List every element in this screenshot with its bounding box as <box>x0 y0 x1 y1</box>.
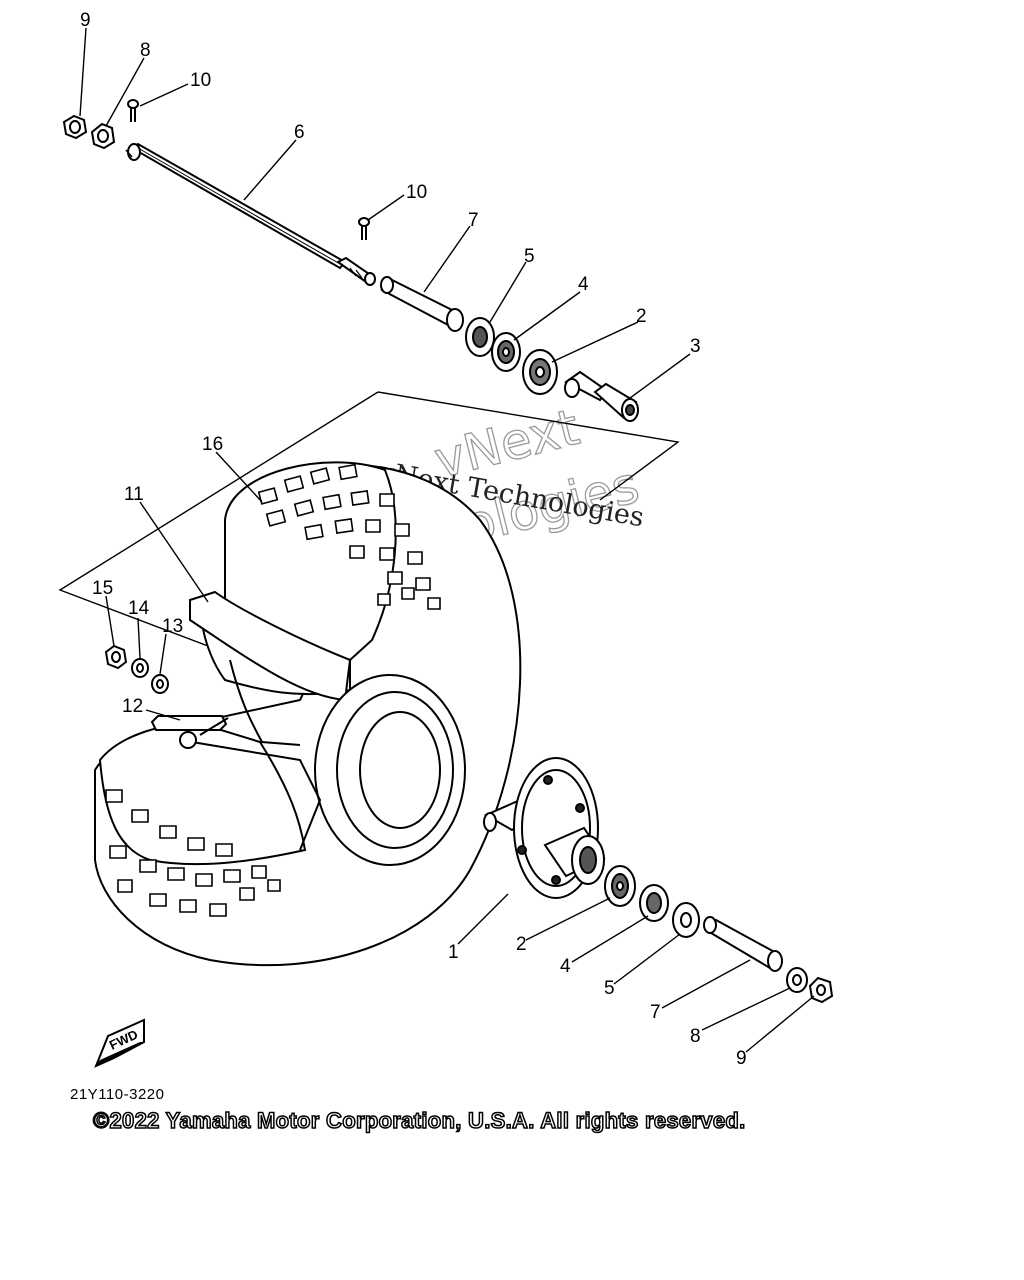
callout-12: 12 <box>122 696 143 717</box>
spacer-collar-bottom <box>704 917 782 971</box>
callout-4-top: 4 <box>578 274 589 295</box>
spacer-collar-top <box>381 277 463 331</box>
callout-2-bottom: 2 <box>516 934 527 955</box>
leader-lines <box>80 28 814 1052</box>
axle-shaft <box>126 144 375 285</box>
fwd-direction-marker: FWD <box>96 1020 144 1066</box>
cotter-pin-mid <box>359 218 369 240</box>
callout-16: 16 <box>202 434 223 455</box>
callout-7-bottom: 7 <box>650 1002 661 1023</box>
copyright-notice: ©2022 Yamaha Motor Corporation, U.S.A. A… <box>92 1107 746 1134</box>
valve-washer <box>132 659 148 677</box>
oil-seal-bottom <box>673 903 699 937</box>
callout-14: 14 <box>128 598 150 619</box>
bearing-spacer <box>565 372 638 421</box>
bearing-bottom <box>605 866 635 906</box>
callout-9-bottom: 9 <box>736 1048 747 1069</box>
washer-bottom <box>787 968 807 992</box>
axle-nut-top <box>64 116 86 138</box>
callout-11: 11 <box>124 484 144 505</box>
callout-3: 3 <box>690 336 701 357</box>
washer-top <box>92 124 114 148</box>
callout-4-bottom: 4 <box>560 956 571 977</box>
valve-stem <box>152 716 228 748</box>
valve-nut <box>106 646 126 668</box>
callout-15: 15 <box>92 578 113 599</box>
valve-washer-2 <box>152 675 168 693</box>
callout-1: 1 <box>448 942 459 963</box>
bearing-4-bottom <box>640 885 668 921</box>
callout-5-bottom: 5 <box>604 978 615 999</box>
callout-8-bottom: 8 <box>690 1026 701 1047</box>
callout-5-top: 5 <box>524 246 535 267</box>
callout-2-top: 2 <box>636 306 647 327</box>
callout-8-top: 8 <box>140 40 151 61</box>
callout-6: 6 <box>294 122 305 143</box>
callout-9-top: 9 <box>80 10 91 31</box>
axle-nut-bottom <box>810 978 832 1002</box>
callout-7-top: 7 <box>468 210 479 231</box>
bearing-2-top <box>523 350 557 394</box>
bearing-top <box>492 333 520 371</box>
callout-10-mid: 10 <box>406 182 427 203</box>
callout-10-top: 10 <box>190 70 211 91</box>
tire-tread-blocks <box>106 465 440 916</box>
callouts: 9 8 10 6 10 7 5 4 2 3 16 11 15 14 13 12 … <box>80 10 747 1069</box>
callout-13: 13 <box>162 616 183 637</box>
wheel-hub <box>484 758 604 898</box>
cotter-pin-top <box>128 100 138 122</box>
drawing-code: 21Y110-3220 <box>70 1086 165 1103</box>
oil-seal-top <box>466 318 494 356</box>
